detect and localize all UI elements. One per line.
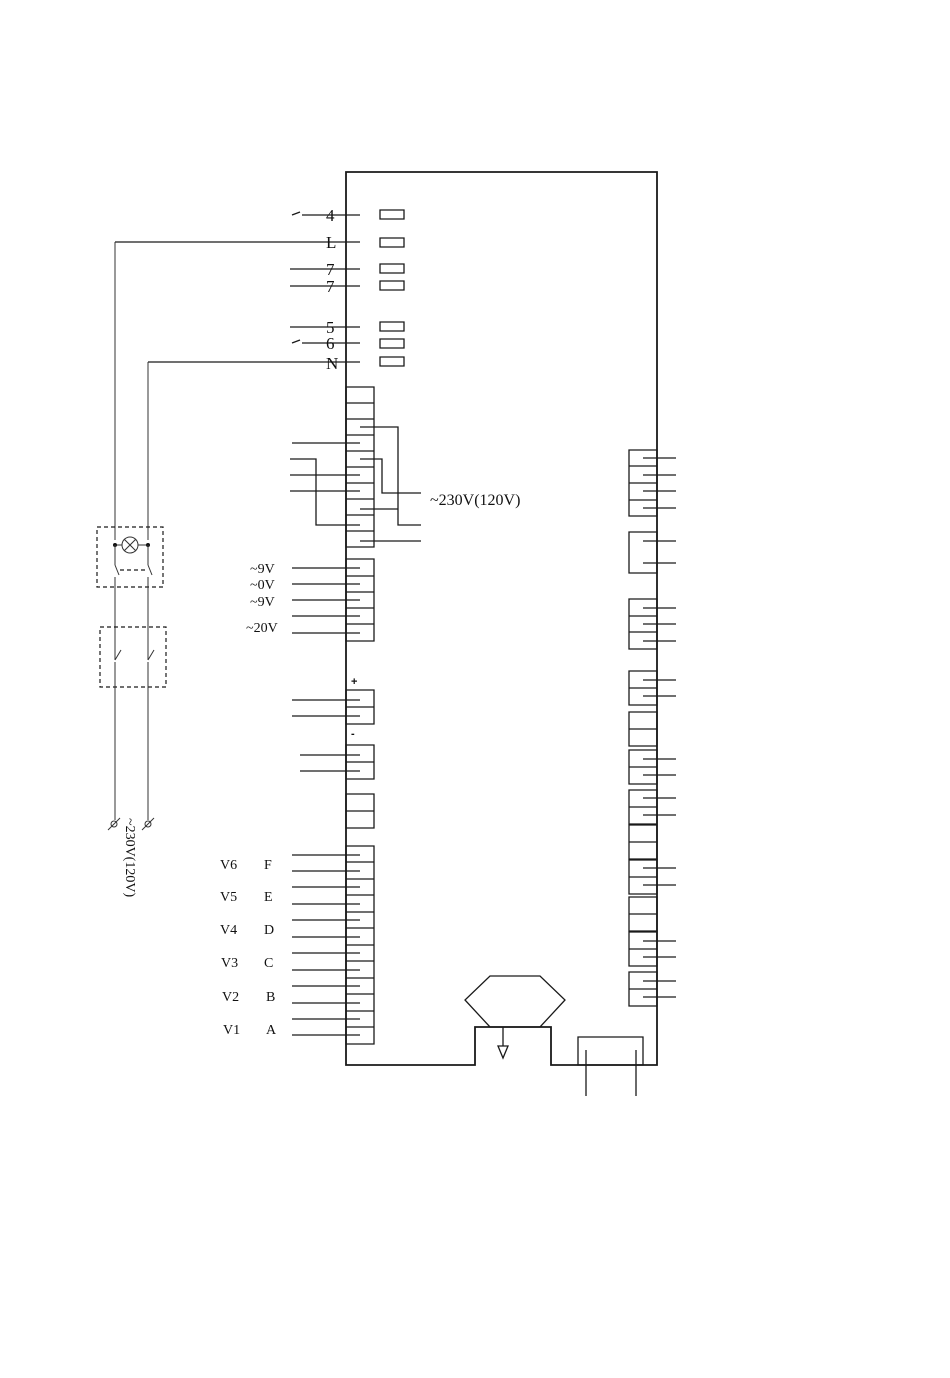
- voltage-label-0v: ~0V: [250, 578, 275, 593]
- terminal-label-4: 4: [326, 206, 335, 225]
- valve-connector: [292, 846, 374, 1044]
- terminal-label-N: N: [326, 354, 338, 373]
- transformer-connector: [292, 559, 374, 641]
- switch-box: [100, 627, 166, 687]
- channel-letter-c: C: [264, 956, 273, 971]
- terminal-label-6: 6: [326, 334, 335, 353]
- channel-label-v4: V4: [220, 923, 237, 938]
- channel-label-v6: V6: [220, 858, 237, 873]
- channel-label-v2: V2: [222, 990, 239, 1005]
- terminal-label-7b: 7: [326, 277, 335, 296]
- channel-label-v3: V3: [221, 956, 238, 971]
- channel-letter-b: B: [266, 990, 275, 1005]
- dc-connectors: [292, 690, 374, 828]
- supply-voltage-label: ~230V(120V): [122, 818, 137, 897]
- voltage-label-20v: ~20V: [246, 621, 278, 636]
- right-connectors: [629, 450, 676, 1006]
- channel-letter-a: A: [266, 1023, 277, 1038]
- minus-sign: -: [351, 728, 355, 740]
- channel-letter-e: E: [264, 890, 273, 905]
- power-terminal-block: [115, 210, 404, 366]
- terminal-label-L: L: [326, 233, 336, 252]
- indicator-relay-box: [97, 527, 163, 587]
- voltage-label-9v-b: ~9V: [250, 595, 275, 610]
- channel-letter-d: D: [264, 923, 274, 938]
- external-supply-wiring: [97, 242, 166, 830]
- bottom-connector: [578, 1037, 643, 1096]
- voltage-label-9v: ~9V: [250, 562, 275, 577]
- plus-sign: +: [351, 676, 357, 688]
- load-voltage-label: ~230V(120V): [430, 492, 520, 509]
- sensor-probe-icon: [465, 976, 565, 1058]
- controller-board: [346, 172, 657, 1065]
- channel-label-v1: V1: [223, 1023, 240, 1038]
- channel-label-v5: V5: [220, 890, 237, 905]
- channel-letter-f: F: [264, 858, 272, 873]
- load-connector: [290, 387, 421, 547]
